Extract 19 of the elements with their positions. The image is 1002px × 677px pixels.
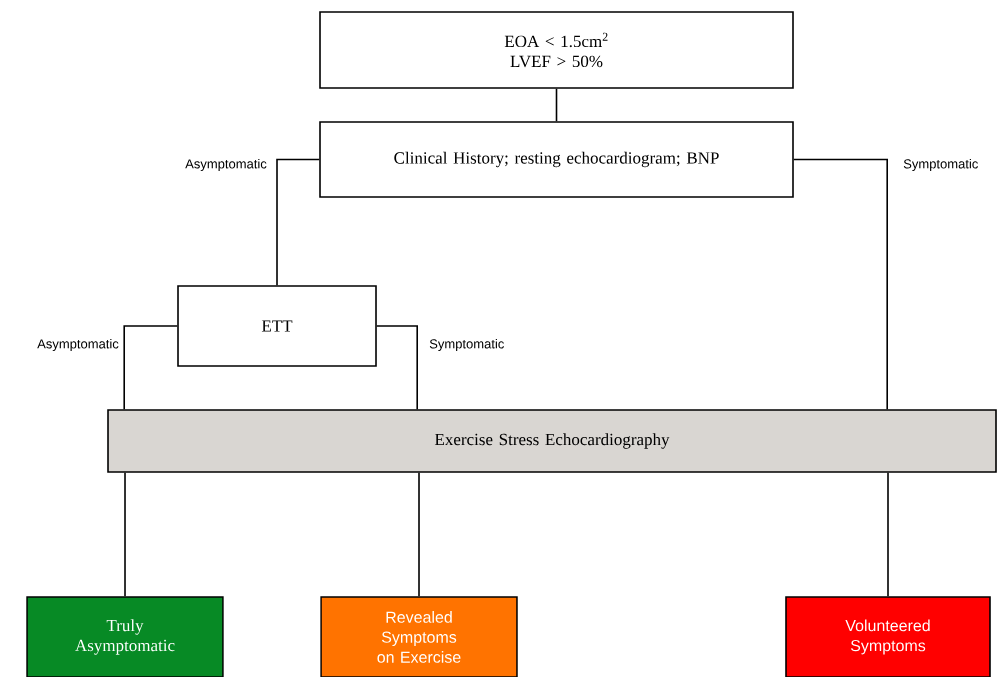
process-band: Exercise Stress Echocardiography [107, 409, 997, 473]
connector-line [124, 472, 126, 597]
connector-line [793, 158, 888, 410]
connector-line [276, 158, 320, 286]
edge-label: Symptomatic [429, 338, 504, 352]
connector-line [887, 472, 889, 597]
outcome-box: Volunteered Symptoms [785, 596, 991, 677]
edge-label: Asymptomatic [37, 338, 119, 352]
outcome-box: Truly Asymptomatic [26, 596, 224, 677]
process-box: ETT [177, 285, 377, 367]
connector-line [376, 325, 418, 410]
connector-line [418, 472, 420, 597]
condition-box: EOA < 1.5cm$^{2}$ LVEF > 50% [319, 11, 794, 89]
edge-label: Asymptomatic [185, 158, 267, 172]
edge-label: Symptomatic [903, 158, 978, 172]
connector-line [123, 325, 178, 410]
outcome-box: Revealed Symptoms on Exercise [320, 596, 518, 677]
connector-line [555, 88, 558, 122]
process-box: Clinical History; resting echocardiogram; BNP [319, 121, 794, 198]
